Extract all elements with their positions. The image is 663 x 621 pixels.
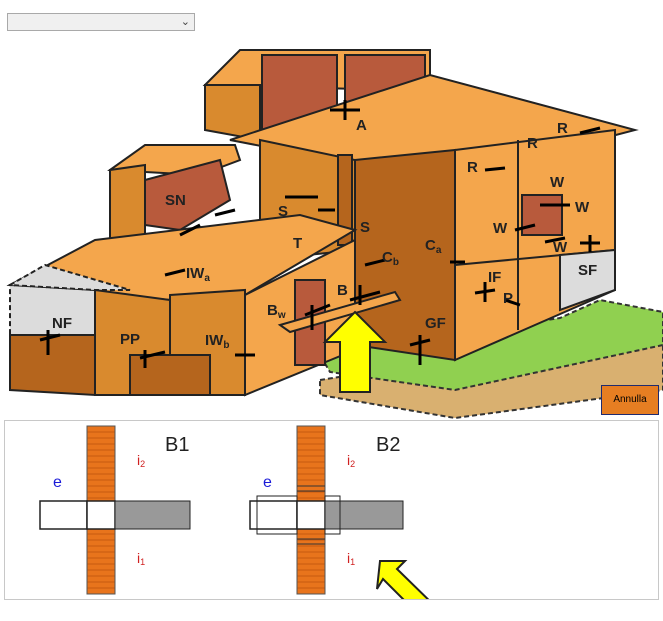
label-SN: SN (165, 192, 186, 209)
b2-interior-upper: i2 (347, 452, 355, 469)
yellow-arrow-diagonal (377, 561, 440, 599)
label-B: B (337, 282, 348, 299)
b1-exterior-label: e (53, 474, 62, 491)
house-diagram: A SN R R R S S T Cb Ca W W W W IWa IWb B… (0, 0, 663, 420)
window-w (522, 195, 562, 235)
balcony-detail-diagram: B1 e i2 i1 B2 e i2 i1 (5, 421, 658, 599)
b2-slab-inner (325, 501, 403, 529)
label-NF: NF (52, 315, 72, 332)
label-PP: PP (120, 331, 140, 348)
label-R3: R (467, 159, 478, 176)
label-GF: GF (425, 315, 446, 332)
b2-slab-core (297, 501, 325, 529)
balcony-detail-panel: B1 e i2 i1 B2 e i2 i1 (4, 420, 659, 600)
label-SF: SF (578, 262, 597, 279)
b2-title: B2 (376, 434, 400, 456)
b1-slab-outer (40, 501, 87, 529)
label-R1: R (557, 120, 568, 137)
b1-slab-inner (115, 501, 190, 529)
label-IF: IF (488, 269, 501, 286)
roof-annex-front (205, 85, 260, 140)
label-P: P (503, 290, 513, 307)
pp-lower (130, 355, 210, 395)
label-S1: S (278, 203, 288, 220)
label-A: A (356, 117, 367, 134)
nf-lower-block (10, 335, 95, 395)
b2-interior-lower: i1 (347, 550, 355, 567)
b2-exterior-label: e (263, 474, 272, 491)
b1-interior-upper: i2 (137, 452, 145, 469)
b1-slab-core (87, 501, 115, 529)
label-S2: S (360, 219, 370, 236)
label-R2: R (527, 135, 538, 152)
b1-interior-lower: i1 (137, 550, 145, 567)
label-W3: W (493, 220, 508, 237)
label-W1: W (550, 174, 565, 191)
sn-block-front (110, 165, 145, 245)
cancel-button[interactable]: Annulla (601, 385, 659, 415)
label-T: T (293, 235, 302, 252)
label-W4: W (553, 239, 568, 256)
b1-title: B1 (165, 434, 189, 456)
label-W2: W (575, 199, 590, 216)
side-gray-wall (560, 250, 615, 310)
